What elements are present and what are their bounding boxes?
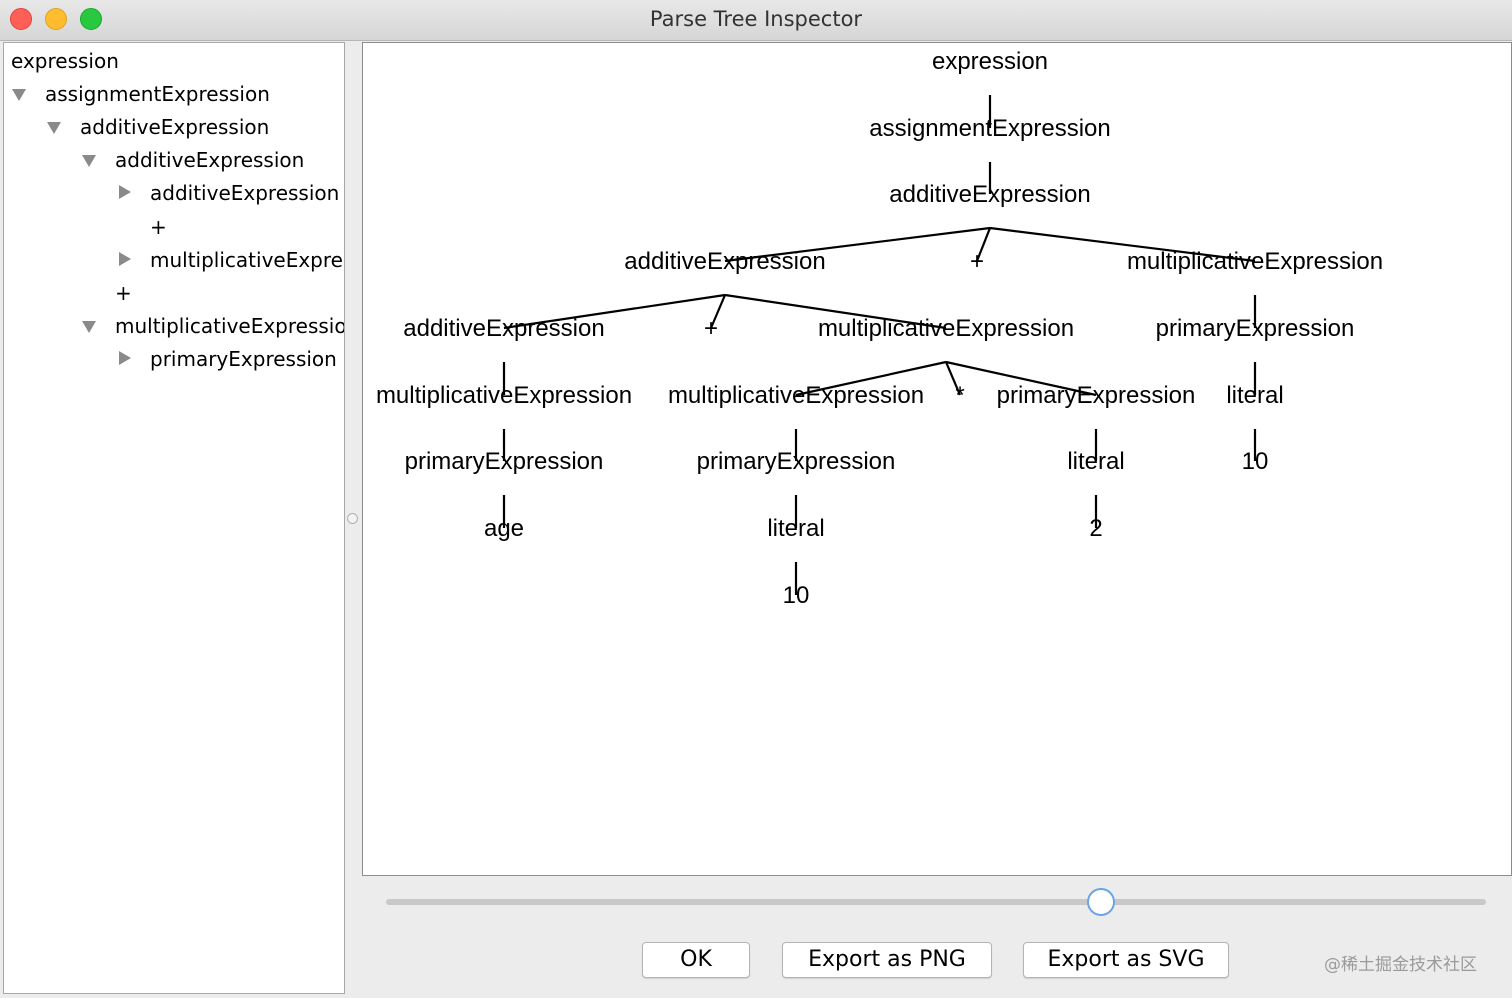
tree-item[interactable]: expression: [4, 51, 344, 81]
title-bar: Parse Tree Inspector: [0, 0, 1512, 41]
tree-item-label: primaryExpression: [150, 347, 337, 371]
tree-item-label: assignmentExpression: [45, 82, 270, 106]
tree-item[interactable]: +: [4, 217, 344, 247]
tree-node-label: primaryExpression: [697, 448, 896, 475]
tree-item[interactable]: +: [4, 283, 344, 313]
tree-edge: [724, 226, 991, 263]
tree-edge: [975, 227, 992, 262]
tree-node-label: 10: [1242, 448, 1269, 475]
tree-node-label: assignmentExpression: [869, 115, 1110, 142]
tree-node-label: literal: [767, 515, 824, 542]
tree-edge: [795, 360, 947, 397]
tree-edge: [945, 360, 1097, 397]
tree-item[interactable]: primaryExpression: [4, 349, 344, 379]
tree-node-label: expression: [932, 48, 1048, 75]
tree-edge: [503, 293, 726, 330]
tree-item-label: expression: [11, 49, 119, 73]
disclosure-expanded-icon[interactable]: [81, 150, 97, 180]
zoom-window-button[interactable]: [80, 8, 102, 30]
tree-node-label: *: [955, 382, 964, 409]
zoom-slider-thumb[interactable]: [1087, 888, 1115, 916]
tree-item-label: additiveExpression: [150, 181, 340, 205]
tree-item-label: multiplicativeExpre: [150, 248, 343, 272]
tree-item[interactable]: multiplicativeExpressio: [4, 316, 344, 346]
tree-item[interactable]: additiveExpression: [4, 150, 344, 180]
tree-edge: [724, 293, 947, 330]
disclosure-collapsed-icon[interactable]: [116, 349, 132, 379]
tree-node-label: multiplicativeExpression: [668, 382, 924, 409]
tree-node-label: primaryExpression: [1156, 315, 1355, 342]
disclosure-collapsed-icon[interactable]: [116, 183, 132, 213]
tree-node-label: additiveExpression: [889, 181, 1090, 208]
disclosure-expanded-icon[interactable]: [11, 84, 27, 114]
tree-node-label: multiplicativeExpression: [376, 382, 632, 409]
tree-item[interactable]: additiveExpression: [4, 117, 344, 147]
tree-edge: [989, 226, 1256, 263]
disclosure-expanded-icon[interactable]: [81, 316, 97, 346]
window-title: Parse Tree Inspector: [649, 7, 863, 31]
parse-tree-canvas: expression assignmentExpression additiveEx…: [362, 42, 1512, 876]
tree-item-label: +: [115, 281, 132, 305]
tree-node-label: multiplicativeExpression: [818, 315, 1074, 342]
tree-item[interactable]: multiplicativeExpre: [4, 250, 344, 280]
tree-node-label: +: [704, 315, 718, 342]
minimize-window-button[interactable]: [45, 8, 67, 30]
watermark-text: @稀土掘金技术社区: [1324, 955, 1477, 975]
tree-edge: [944, 361, 962, 396]
tree-node-label: literal: [1226, 382, 1283, 409]
tree-view-pane[interactable]: expression assignmentExpression additiveEx…: [3, 42, 345, 994]
tree-item[interactable]: additiveExpression: [4, 183, 344, 213]
tree-node-label: 10: [783, 582, 810, 609]
tree-node-label: age: [484, 515, 524, 542]
tree-node-label: primaryExpression: [997, 382, 1196, 409]
parse-tree-graph: expression assignmentExpression additiveEx…: [376, 48, 1383, 609]
tree-item-label: additiveExpression: [115, 148, 305, 172]
export-png-button[interactable]: Export as PNG: [782, 942, 992, 978]
tree-node-label: additiveExpression: [403, 315, 604, 342]
tree-node-label: multiplicativeExpression: [1127, 248, 1383, 275]
tree-node-label: literal: [1067, 448, 1124, 475]
disclosure-expanded-icon[interactable]: [46, 117, 62, 147]
tree-item-label: +: [150, 215, 167, 239]
split-pane-divider[interactable]: [347, 513, 358, 524]
tree-item-label: multiplicativeExpressio: [115, 314, 345, 338]
tree-node-label: additiveExpression: [624, 248, 825, 275]
zoom-slider-track[interactable]: [386, 899, 1486, 905]
ok-button[interactable]: OK: [642, 942, 750, 978]
tree-node-label: 2: [1089, 515, 1102, 542]
tree-edge: [709, 294, 727, 329]
close-window-button[interactable]: [10, 8, 32, 30]
disclosure-collapsed-icon[interactable]: [116, 250, 132, 280]
tree-node-label: primaryExpression: [405, 448, 604, 475]
tree-node-label: +: [970, 248, 984, 275]
tree-item-label: additiveExpression: [80, 115, 270, 139]
tree-item[interactable]: assignmentExpression: [4, 84, 344, 114]
export-svg-button[interactable]: Export as SVG: [1023, 942, 1229, 978]
